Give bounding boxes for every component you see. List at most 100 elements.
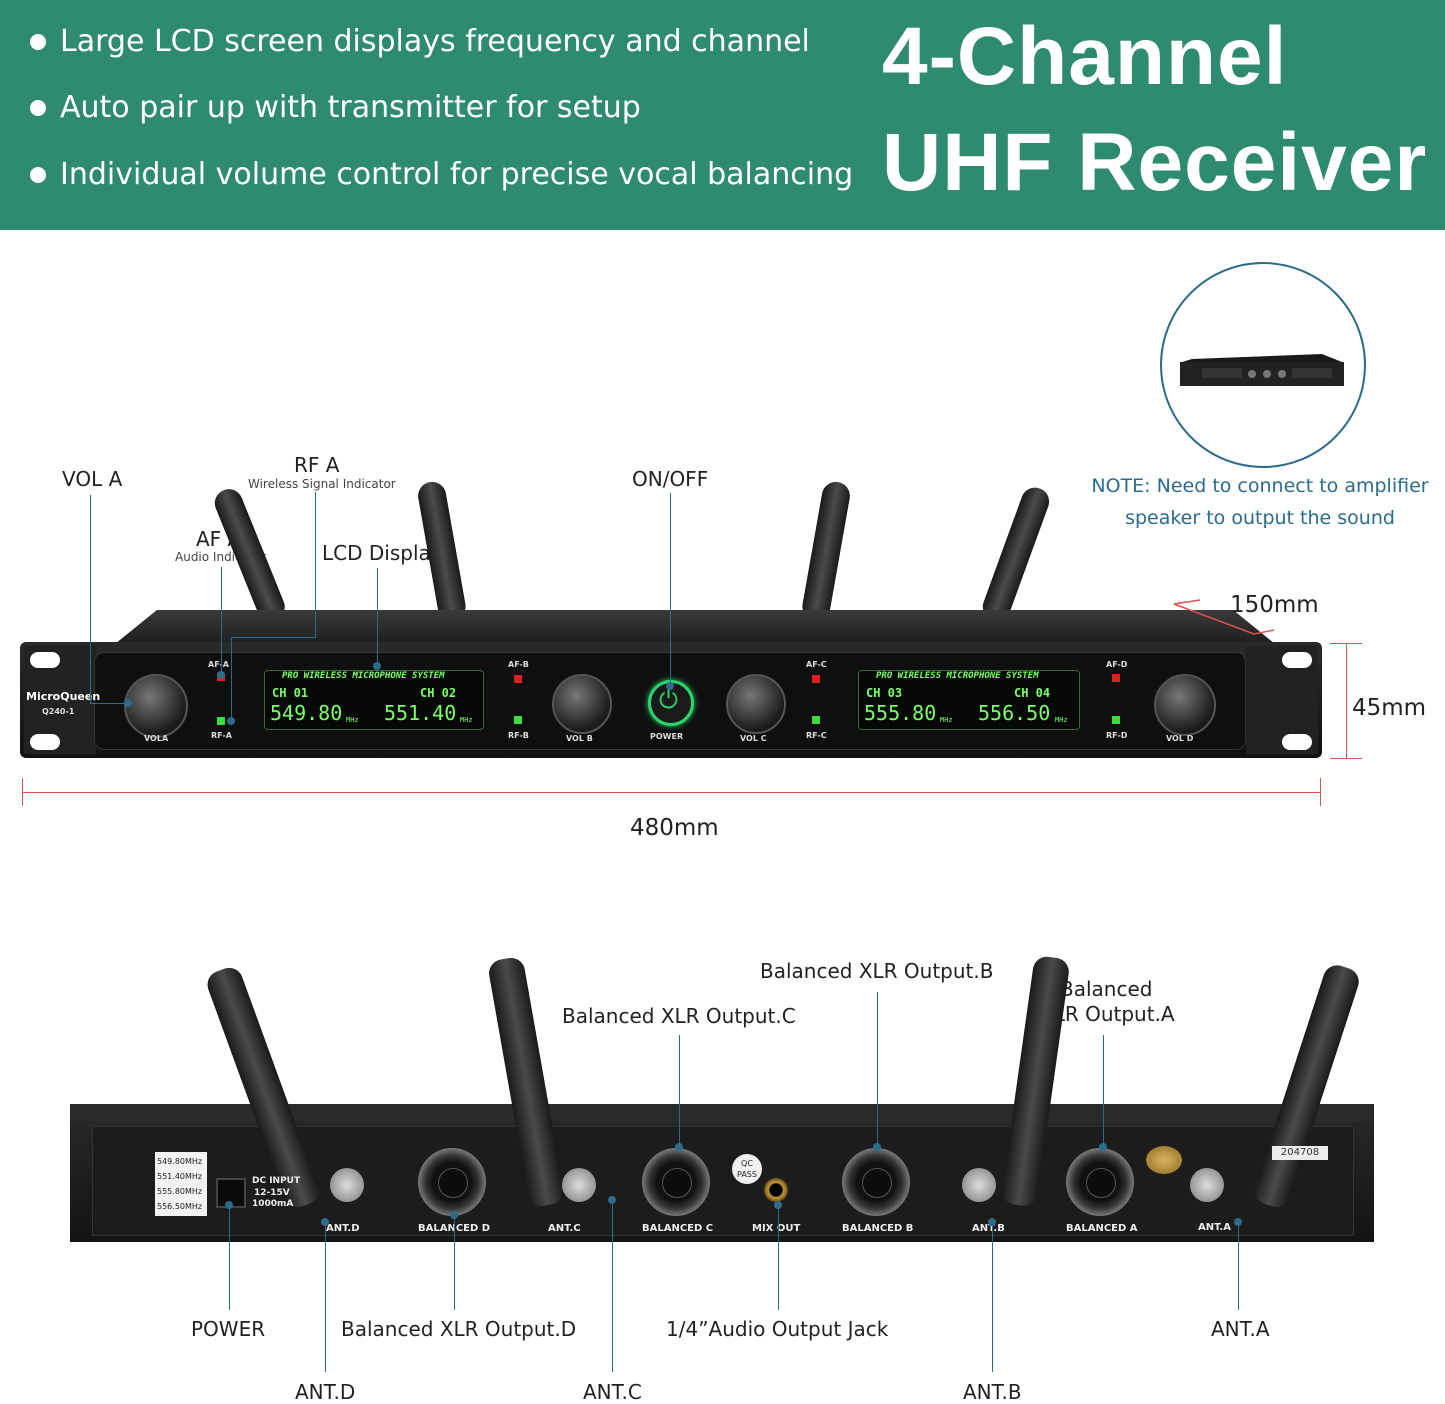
dc-input-jack[interactable] [216,1178,246,1208]
leader-line [325,1222,326,1372]
xlr-output-b[interactable] [842,1148,910,1216]
height-dimension-tick [1330,758,1362,759]
volume-knob-a[interactable] [124,674,188,738]
callout-vol-a: VOL A [62,467,123,491]
leader-dot [225,1201,233,1209]
rack-hole [30,734,60,750]
leader-line [231,637,316,638]
rack-hole [1282,652,1312,668]
leader-line [231,637,232,721]
leader-line [778,1205,779,1310]
bullet-icon [30,99,46,116]
antenna-connector-c[interactable] [562,1168,596,1202]
height-dimension-line [1346,643,1347,759]
height-dimension: 45mm [1352,695,1427,721]
bal-c-label: BALANCED C [642,1223,714,1234]
model-number: Q240-1 [42,707,75,716]
ant-c-label: ANT.C [548,1223,581,1234]
leader-line [1238,1222,1239,1310]
width-dimension-tick [1320,778,1321,806]
lcd-channel: CH 03 [866,686,903,700]
rack-ear-right [1246,646,1318,754]
af-b-led [514,675,522,683]
lcd-unit: MHz [346,716,359,724]
dc-amp-label: 1000mA [252,1199,294,1209]
mix-out-jack[interactable] [764,1178,788,1202]
antenna-connector-b[interactable] [962,1168,996,1202]
leader-line [90,495,91,703]
rack-hole [30,652,60,668]
callout-power: POWER [191,1317,266,1341]
lcd-frequency: 551.40 [384,701,457,725]
callout-on-off: ON/OFF [632,467,709,491]
xlr-output-d[interactable] [418,1148,486,1216]
bal-b-label: BALANCED B [842,1223,914,1234]
rf-a-label: RF-A [211,731,232,740]
xlr-output-a[interactable] [1066,1148,1134,1216]
af-a-label: AF-A [208,660,229,669]
lcd-channel: CH 01 [272,686,309,700]
volume-knob-b[interactable] [552,674,612,734]
rf-c-led [812,716,820,724]
lcd-frequency: 549.80 [270,701,343,725]
lcd-display-cd [858,670,1080,730]
lcd-unit: MHz [1055,716,1068,724]
callout-rf-a: RF A [294,453,340,477]
leader-dot [774,1201,782,1209]
width-dimension: 480mm [630,815,719,841]
vol-a-label: VOLA [144,734,169,743]
brand-logo: MicroQueen [26,690,101,703]
leader-dot [1234,1218,1242,1226]
antenna [800,479,853,623]
callout-rf-a-sub: Wireless Signal Indicator [248,477,396,491]
rf-d-label: RF-D [1106,731,1128,740]
leader-line [90,703,128,704]
antenna-connector-a[interactable] [1190,1168,1224,1202]
feature-item: Large LCD screen displays frequency and … [30,24,810,59]
dc-input-label: DC INPUT [252,1176,301,1186]
lcd-frequency: 556.50 [978,701,1051,725]
antenna-connector-d[interactable] [330,1168,364,1202]
leader-dot [450,1211,458,1219]
rf-b-label: RF-B [508,731,529,740]
rf-c-label: RF-C [806,731,827,740]
serial-sticker: 204708 [1272,1146,1328,1160]
af-c-led [812,675,820,683]
feature-banner: Large LCD screen displays frequency and … [0,0,1445,230]
callout-ant-c: ANT.C [583,1380,642,1404]
lcd-header: PRO WIRELESS MICROPHONE SYSTEM [282,671,445,681]
rf-a-led [217,717,225,725]
lcd-channel: CH 04 [1014,686,1051,700]
ant-a-label: ANT.A [1198,1222,1231,1233]
antenna [978,483,1054,625]
callout-lcd: LCD Display [322,541,443,565]
lcd-channel: CH 02 [420,686,457,700]
leader-dot [373,662,381,670]
volume-knob-c[interactable] [726,674,786,734]
power-icon: ⏻ [659,686,678,714]
rack-hole [1282,734,1312,750]
feature-item: Individual volume control for precise vo… [30,157,853,192]
leader-dot [1099,1143,1107,1151]
leader-line [877,992,878,1147]
bullet-icon [30,33,46,50]
xlr-output-c[interactable] [642,1148,710,1216]
bullet-icon [30,166,46,183]
height-dimension-tick [1330,643,1362,644]
headline-line1: 4-Channel [882,11,1288,102]
leader-line [679,1035,680,1147]
vol-c-label: VOL C [740,734,767,743]
warranty-seal-icon [1146,1146,1182,1174]
power-button[interactable]: ⏻ [648,680,694,726]
dc-volt-label: 12-15V [254,1188,290,1198]
volume-knob-d[interactable] [1154,674,1216,736]
leader-dot [675,1143,683,1151]
feature-item: Auto pair up with transmitter for setup [30,90,641,125]
leader-dot [988,1218,996,1226]
width-dimension-line [22,792,1320,793]
leader-dot [873,1143,881,1151]
vol-b-label: VOL B [566,734,593,743]
lcd-header: PRO WIRELESS MICROPHONE SYSTEM [876,671,1039,681]
af-d-label: AF-D [1106,660,1128,669]
vol-d-label: VOL D [1166,734,1194,743]
